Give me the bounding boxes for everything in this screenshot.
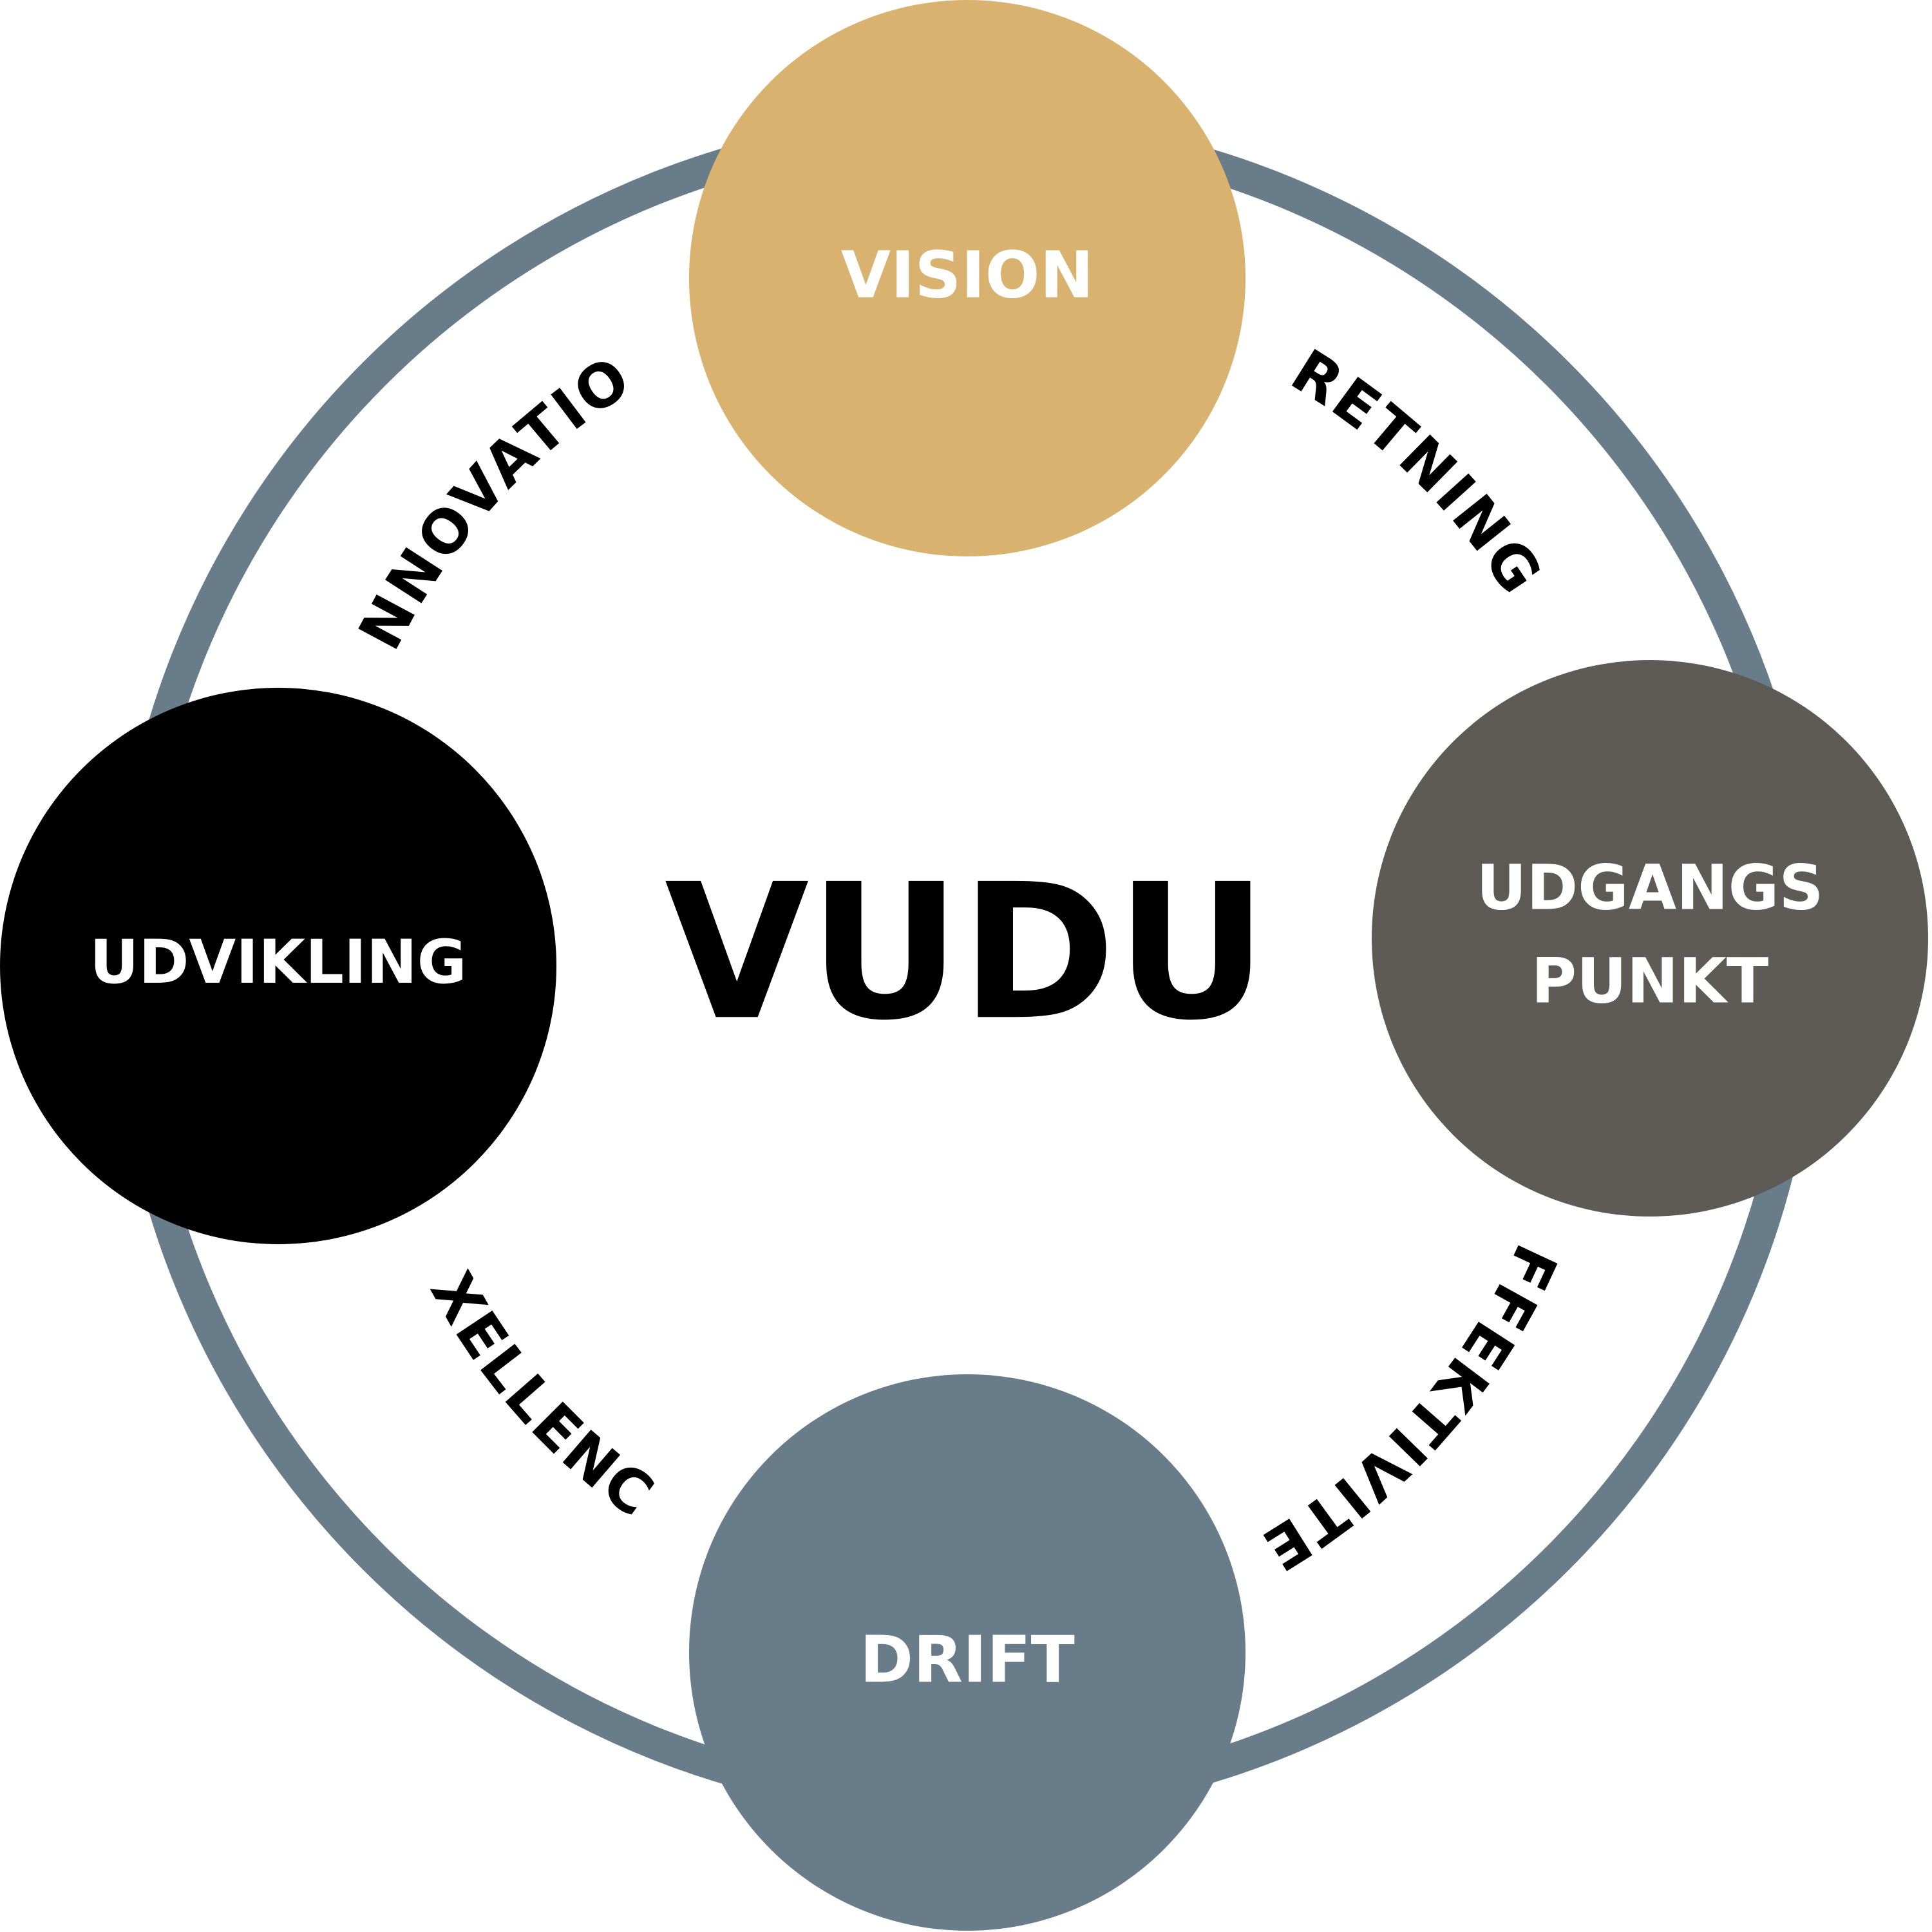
node-vision-circle [689, 0, 1245, 556]
connector-label-retning: RETNING [1280, 336, 1556, 607]
node-udgangspunkt-label-line1: UDGANGS [1476, 851, 1823, 923]
node-drift[interactable]: DRIFT [689, 1374, 1245, 1931]
node-udgangspunkt[interactable]: UDGANGS PUNKT [1372, 660, 1928, 1217]
node-vision[interactable]: VISION [689, 0, 1245, 556]
node-drift-circle [689, 1374, 1245, 1931]
connector-label-retning-path: RETNING [1280, 336, 1553, 607]
node-vision-label: VISION [841, 237, 1094, 312]
connector-label-innovation: INNOVATION [0, 0, 644, 661]
node-udvikling-label: UDVIKLING [90, 927, 467, 998]
node-drift-label: DRIFT [860, 1622, 1075, 1697]
node-udvikling-circle [0, 688, 556, 1244]
node-udvikling[interactable]: UDVIKLING [0, 688, 556, 1244]
center-title: VUDU [665, 844, 1267, 1061]
node-udgangspunkt-label-line2: PUNKT [1531, 945, 1769, 1017]
node-udgangspunkt-circle [1372, 660, 1928, 1217]
connector-label-innovation-path: INNOVATION [0, 0, 641, 661]
